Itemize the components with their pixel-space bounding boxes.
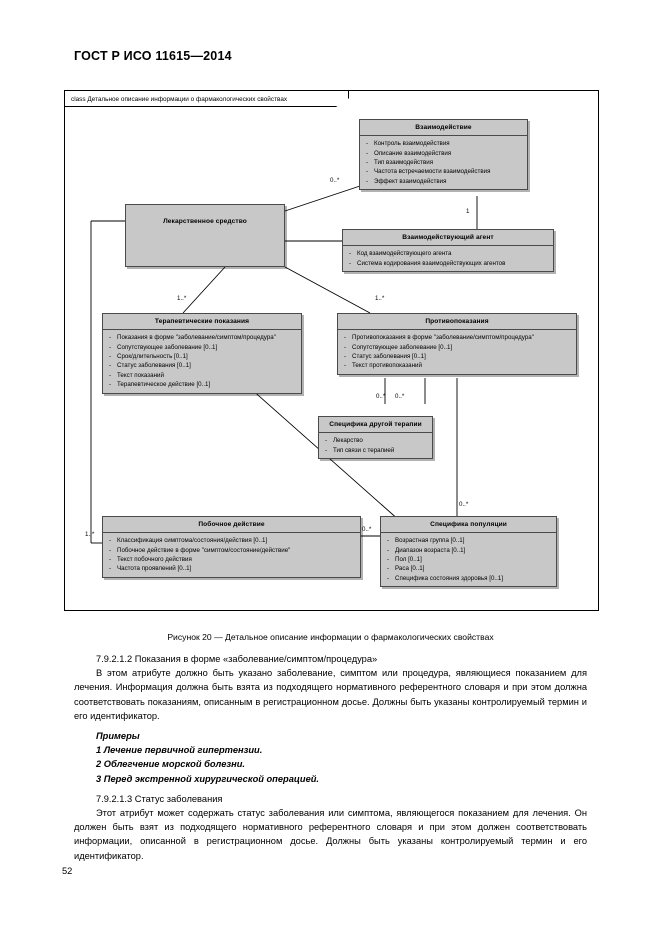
uml-class-therapeutic-indication[interactable]: Терапевтические показания Показания в фо… — [102, 313, 302, 394]
uml-class-undesirable-effect[interactable]: Побочное действие Классификация симптома… — [102, 516, 361, 578]
uml-attribute: Статус заболевания [0..1] — [342, 352, 574, 362]
uml-class-title: Терапевтические показания — [103, 314, 301, 331]
uml-attribute-list: Показания в форме "заболевание/симптом/п… — [103, 330, 301, 392]
uml-class-title: Взаимодействие — [360, 120, 527, 137]
section-paragraph-1: В этом атрибуте должно быть указано забо… — [74, 668, 587, 721]
uml-class-title: Лекарственное средство — [163, 218, 247, 225]
uml-attribute-list: Классификация симптома/состояния/действи… — [103, 533, 360, 577]
multiplicity-population-left: 0..* — [362, 526, 372, 533]
uml-attribute: Срок/длительность [0..1] — [107, 352, 299, 362]
uml-attribute: Побочное действие в форме "симптом/состо… — [107, 546, 358, 556]
uml-attribute-list: Код взаимодействующего агента Система ко… — [343, 246, 553, 271]
document-header: ГОСТ Р ИСО 11615—2014 — [74, 49, 232, 63]
uml-attribute: Терапевтическое действие [0..1] — [107, 380, 299, 390]
uml-class-title: Специфика другой терапии — [319, 417, 432, 434]
uml-class-title: Побочное действие — [103, 517, 360, 534]
uml-attribute: Тип связи с терапией — [323, 446, 430, 456]
uml-diagram-frame: class Детальное описание информации о фа… — [64, 90, 599, 611]
uml-attribute: Частота встречаемости взаимодействия — [364, 167, 525, 177]
examples-heading: Примеры — [96, 731, 140, 742]
figure-caption: Рисунок 20 — Детальное описание информац… — [167, 632, 494, 642]
section-paragraph-2: Этот атрибут может содержать статус забо… — [74, 808, 587, 861]
uml-attribute: Частота проявлений [0..1] — [107, 564, 358, 574]
uml-class-title: Противопоказания — [338, 314, 576, 331]
uml-class-other-therapy[interactable]: Специфика другой терапии Лекарство Тип с… — [318, 416, 433, 460]
uml-attribute: Текст противопоказаний — [342, 361, 574, 371]
uml-attribute: Пол [0..1] — [385, 555, 554, 565]
uml-attribute-list: Лекарство Тип связи с терапией — [319, 433, 432, 458]
uml-attribute: Система кодирования взаимодействующих аг… — [347, 259, 551, 269]
uml-attribute: Сопутствующее заболевание [0..1] — [107, 343, 299, 353]
uml-attribute: Эффект взаимодействия — [364, 177, 525, 187]
uml-attribute-list: Контроль взаимодействия Описание взаимод… — [360, 136, 527, 189]
section-heading-1: 7.9.2.1.2 Показания в форме «заболевание… — [96, 654, 378, 664]
uml-class-title: Взаимодействующий агент — [343, 230, 553, 247]
uml-attribute: Сопутствующее заболевание [0..1] — [342, 343, 574, 353]
uml-attribute: Текст побочного действия — [107, 555, 358, 565]
uml-attribute: Текст показаний — [107, 371, 299, 381]
uml-class-population-specifics[interactable]: Специфика популяции Возрастная группа [0… — [380, 516, 557, 588]
uml-attribute: Лекарство — [323, 436, 430, 446]
uml-attribute: Диапазон возраста [0..1] — [385, 546, 554, 556]
uml-attribute: Раса [0..1] — [385, 564, 554, 574]
uml-attribute: Код взаимодействующего агента — [347, 249, 551, 259]
uml-attribute: Тип взаимодействия — [364, 158, 525, 168]
uml-attribute-list: Противопоказания в форме "заболевание/си… — [338, 330, 576, 374]
section-heading-2: 7.9.2.1.3 Статус заболевания — [96, 793, 223, 804]
uml-attribute: Статус заболевания [0..1] — [107, 361, 299, 371]
uml-attribute: Специфика состояния здоровья [0..1] — [385, 574, 554, 584]
multiplicity-interaction-agent: 1 — [466, 208, 470, 215]
uml-class-interacting-agent[interactable]: Взаимодействующий агент Код взаимодейств… — [342, 229, 554, 273]
uml-attribute: Показания в форме "заболевание/симптом/п… — [107, 333, 299, 343]
uml-attribute: Возрастная группа [0..1] — [385, 536, 554, 546]
multiplicity-contraindication-left: 1..* — [375, 295, 385, 302]
uml-attribute-list: Возрастная группа [0..1] Диапазон возрас… — [381, 533, 556, 586]
uml-class-interaction[interactable]: Взаимодействие Контроль взаимодействия О… — [359, 119, 528, 191]
examples-block: Примеры 1 Лечение первичной гипертензии.… — [74, 729, 587, 786]
multiplicity-population-top: 0..* — [459, 501, 469, 508]
multiplicity-undesirable-left: 1..* — [85, 531, 95, 538]
uml-class-medicinal-product[interactable]: Лекарственное средство — [125, 204, 285, 267]
example-item: 3 Перед экстренной хирургической операци… — [96, 773, 320, 784]
example-item: 2 Облегчение морской болезни. — [96, 759, 245, 770]
uml-attribute: Классификация симптома/состояния/действи… — [107, 536, 358, 546]
page-number: 52 — [62, 866, 73, 876]
uml-class-title: Специфика популяции — [381, 517, 556, 534]
uml-attribute: Контроль взаимодействия — [364, 139, 525, 149]
multiplicity-other-therapy-a: 0..* — [376, 393, 386, 400]
uml-class-contraindication[interactable]: Противопоказания Противопоказания в форм… — [337, 313, 577, 375]
body-text: 7.9.2.1.2 Показания в форме «заболевание… — [74, 652, 587, 863]
example-item: 1 Лечение первичной гипертензии. — [96, 745, 263, 756]
multiplicity-therapeutic-left: 1..* — [177, 295, 187, 302]
multiplicity-other-therapy-b: 0..* — [395, 393, 405, 400]
uml-attribute: Противопоказания в форме "заболевание/си… — [342, 333, 574, 343]
multiplicity-interaction-left: 0..* — [330, 177, 340, 184]
uml-attribute: Описание взаимодействия — [364, 149, 525, 159]
